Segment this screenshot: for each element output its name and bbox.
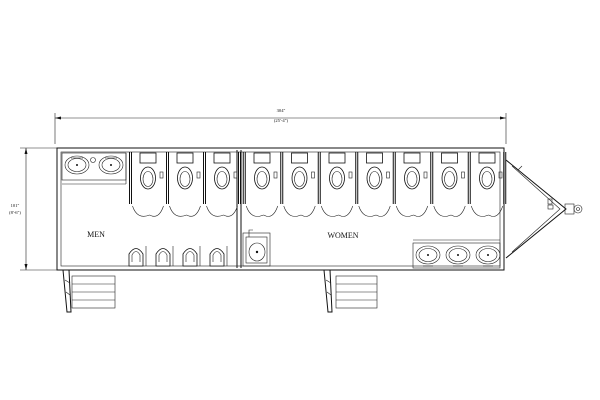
women-toilet-7 — [478, 152, 503, 190]
stall-partitions — [129, 152, 507, 217]
women-stall-partition-2 — [280, 152, 316, 217]
women-toilet-6 — [441, 152, 465, 190]
toilets — [139, 152, 503, 190]
men-room-label: MEN — [87, 230, 105, 239]
women-sink-counter — [412, 239, 501, 269]
men-stall-partition-3 — [203, 152, 238, 217]
women-stall-partition-3 — [317, 152, 354, 217]
women-sink-3 — [475, 245, 501, 267]
women-entry-steps — [241, 269, 504, 313]
shower — [242, 229, 271, 267]
women-stall-partition-5 — [392, 152, 429, 217]
women-stall-partition-1 — [242, 152, 279, 217]
women-toilet-3 — [328, 152, 353, 190]
urinals — [128, 246, 228, 267]
length-secondary: (25'-4") — [274, 118, 289, 123]
men-stall-partition-2 — [166, 152, 201, 217]
women-toilet-5 — [403, 152, 428, 190]
men-sink-counter — [61, 152, 127, 185]
trailer-hitch — [505, 159, 583, 259]
men-entry-steps — [62, 269, 116, 313]
urinal-2 — [155, 246, 174, 267]
urinal-3 — [182, 246, 201, 267]
women-toilet-4 — [366, 152, 390, 190]
urinal-4 — [209, 246, 228, 267]
men-stall-partition-1 — [129, 152, 164, 217]
women-toilet-1 — [253, 152, 278, 190]
length-dimension: 304" (25'-4") — [54, 108, 507, 144]
women-stall-partition-7 — [467, 152, 504, 217]
width-primary: 101" — [11, 203, 20, 208]
women-stall-partition-4 — [355, 152, 391, 217]
women-room-label: WOMEN — [327, 231, 358, 240]
width-dimension: 101" (8'-6") — [9, 147, 57, 271]
men-sink-2 — [98, 155, 124, 175]
men-toilet-1 — [139, 152, 164, 190]
width-secondary: (8'-6") — [9, 210, 21, 215]
soap-dispenser-icon — [90, 157, 96, 163]
men-toilet-3 — [213, 152, 238, 190]
women-sink-1 — [415, 245, 441, 267]
men-toilet-2 — [176, 152, 201, 190]
men-sink-1 — [64, 155, 90, 175]
women-sink-2 — [445, 245, 471, 267]
stall-end-partition-2 — [503, 152, 507, 204]
stall-end-partition-1 — [238, 152, 241, 204]
length-primary: 304" — [277, 108, 286, 113]
urinal-1 — [128, 246, 147, 267]
women-toilet-2 — [291, 152, 315, 190]
women-stall-partition-6 — [430, 152, 466, 217]
